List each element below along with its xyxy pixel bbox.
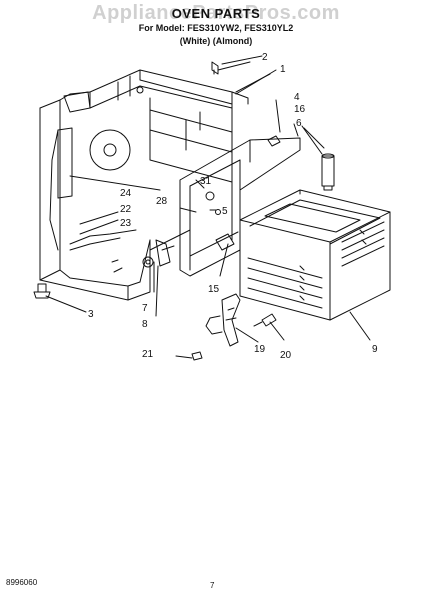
leader-lines xyxy=(45,55,371,359)
screw-20 xyxy=(253,313,277,327)
callout-2: 2 xyxy=(262,52,268,63)
callout-5: 5 xyxy=(222,206,228,217)
callout-19: 19 xyxy=(254,344,266,355)
page-number: 7 xyxy=(210,581,215,590)
callout-28: 28 xyxy=(156,196,168,207)
leveling-leg xyxy=(33,283,51,299)
callout-labels: 2 1 4 16 6 24 31 28 5 22 23 15 3 7 8 19 … xyxy=(88,52,378,361)
callout-24: 24 xyxy=(120,188,132,199)
callout-4: 4 xyxy=(294,92,300,103)
callout-21: 21 xyxy=(142,349,154,360)
callout-16: 16 xyxy=(294,104,306,115)
callout-15: 15 xyxy=(208,284,220,295)
callout-1: 1 xyxy=(280,64,286,75)
document-code: 8996060 xyxy=(6,578,38,587)
callout-22: 22 xyxy=(120,204,132,215)
callout-9: 9 xyxy=(372,344,378,355)
oven-cavity xyxy=(239,189,391,321)
model-subtitle: For Model: FES310YW2, FES310YL2 xyxy=(138,23,294,33)
callout-8: 8 xyxy=(142,319,148,330)
pin-21 xyxy=(191,351,203,361)
callout-20: 20 xyxy=(280,350,292,361)
latch-assembly xyxy=(205,293,241,347)
top-bracket xyxy=(211,61,271,93)
callout-7: 7 xyxy=(142,303,148,314)
watermark-text: AppliancePartsPros.com xyxy=(92,2,340,24)
callout-31: 31 xyxy=(200,176,212,187)
bracket-7-8 xyxy=(142,239,175,268)
page-title: OVEN PARTS xyxy=(171,6,261,21)
callout-3: 3 xyxy=(88,309,94,320)
chassis-frame xyxy=(39,69,249,301)
color-variants: (White) (Almond) xyxy=(179,36,253,46)
wire-harness xyxy=(69,229,137,251)
pin-part xyxy=(321,153,335,191)
callout-23: 23 xyxy=(120,218,132,229)
callout-6: 6 xyxy=(296,118,302,129)
front-frame xyxy=(179,135,301,277)
